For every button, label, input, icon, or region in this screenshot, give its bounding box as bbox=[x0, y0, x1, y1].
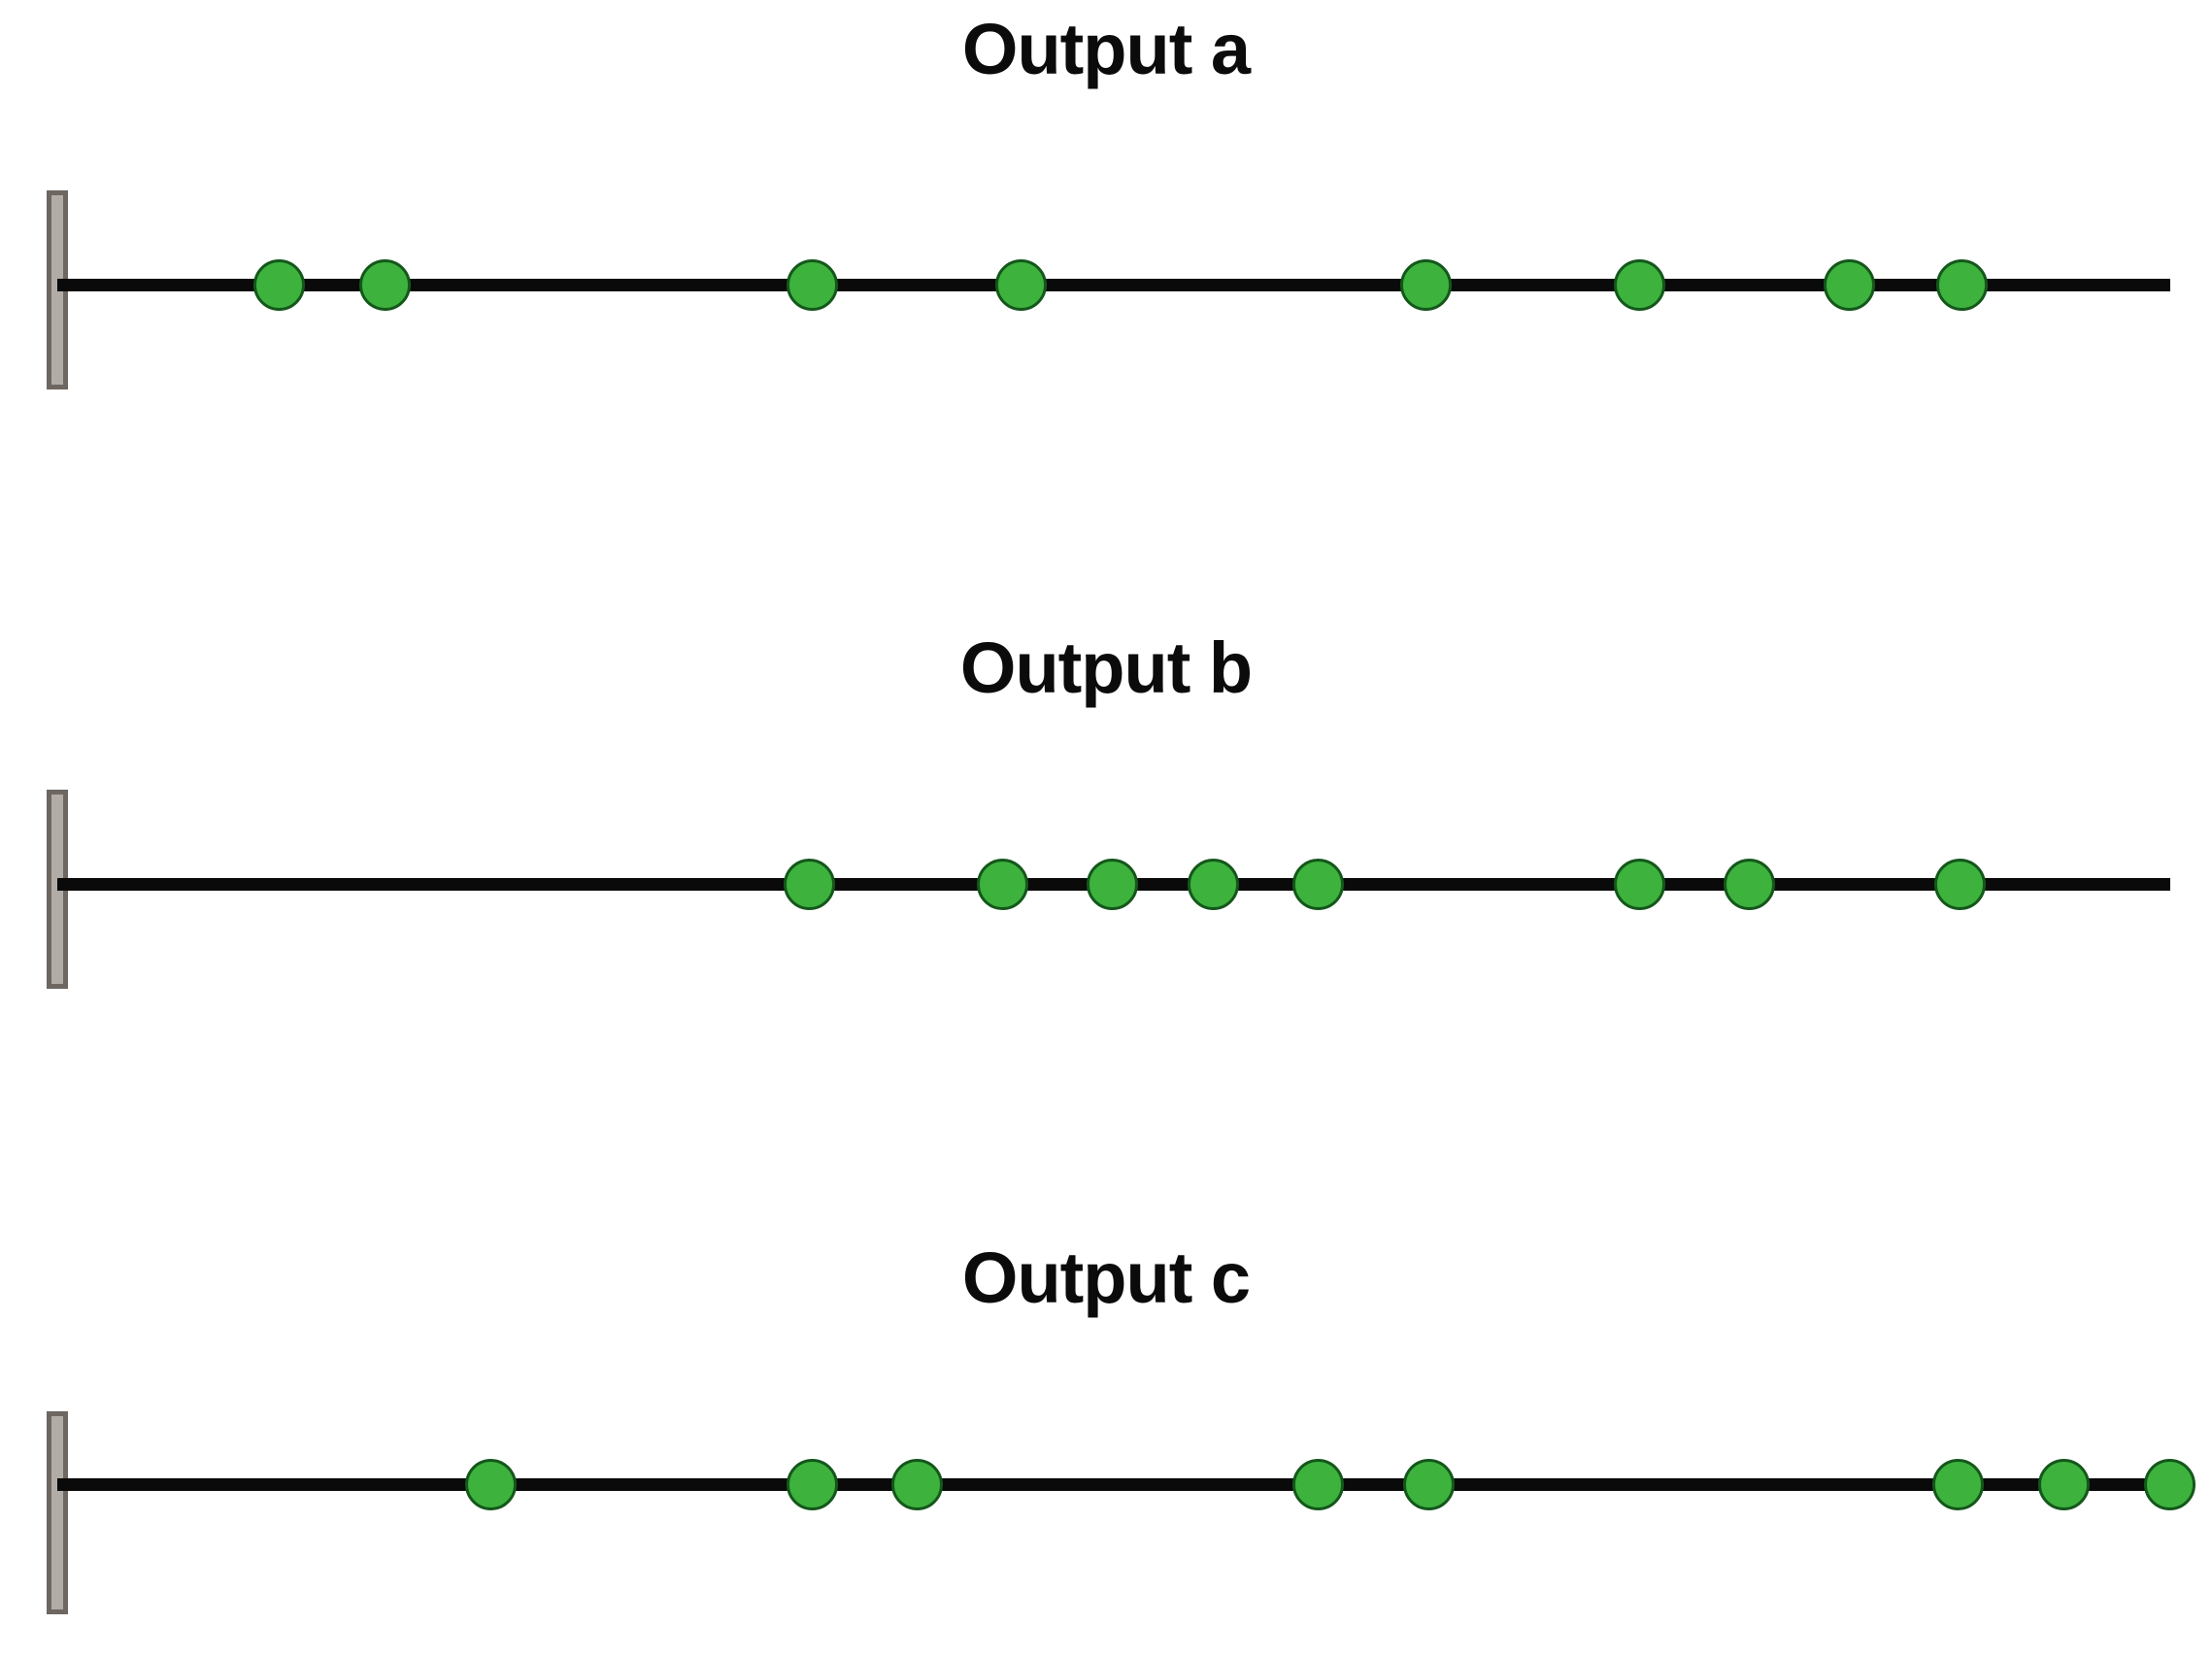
output-c-title: Output c bbox=[961, 1237, 1251, 1318]
node-marker bbox=[252, 258, 305, 311]
node-marker bbox=[890, 1458, 943, 1510]
node-marker bbox=[1291, 1458, 1344, 1510]
node-marker bbox=[1613, 258, 1665, 311]
node-marker bbox=[464, 1458, 517, 1510]
node-marker bbox=[1613, 858, 1665, 910]
node-marker bbox=[1723, 858, 1775, 910]
node-marker bbox=[1086, 858, 1138, 910]
node-marker bbox=[358, 258, 411, 311]
node-marker bbox=[2143, 1458, 2195, 1510]
node-marker bbox=[1187, 858, 1239, 910]
output-a-title: Output a bbox=[961, 9, 1251, 89]
beam-line-c bbox=[57, 1478, 2170, 1491]
node-marker bbox=[786, 1458, 838, 1510]
node-marker bbox=[1935, 258, 1988, 311]
node-marker bbox=[783, 858, 835, 910]
node-marker bbox=[1399, 258, 1452, 311]
node-marker bbox=[994, 258, 1047, 311]
node-marker bbox=[1931, 1458, 1984, 1510]
output-b-title: Output b bbox=[959, 627, 1253, 708]
node-marker bbox=[976, 858, 1028, 910]
node-marker bbox=[786, 258, 838, 311]
node-marker bbox=[1402, 1458, 1455, 1510]
node-marker bbox=[2037, 1458, 2090, 1510]
fixed-support-c bbox=[47, 1411, 68, 1614]
node-marker bbox=[1933, 858, 1986, 910]
node-marker bbox=[1291, 858, 1344, 910]
node-marker bbox=[1823, 258, 1875, 311]
